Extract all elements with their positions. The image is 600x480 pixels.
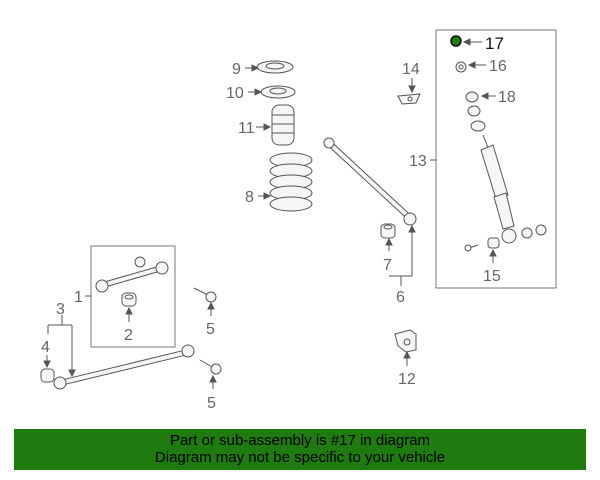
callout-16: 16: [489, 58, 507, 75]
callout-1: 1: [74, 289, 83, 306]
part-14-bracket[interactable]: [397, 93, 421, 105]
part-4-bushing[interactable]: [40, 368, 55, 383]
part-5-bolt-lower[interactable]: [199, 359, 222, 375]
callout-7: 7: [383, 257, 392, 274]
callout-2: 2: [124, 327, 133, 344]
part-17-highlighted-nut[interactable]: [450, 35, 462, 47]
leader-lines: [43, 38, 497, 389]
banner-line-1: Part or sub-assembly is #17 in diagram: [169, 432, 431, 449]
banner-line-2: Diagram may not be specific to your vehi…: [154, 449, 446, 466]
callout-4: 4: [41, 339, 50, 356]
callout-13: 13: [409, 153, 427, 170]
part-8-coil-spring[interactable]: [269, 152, 313, 212]
callout-8: 8: [245, 189, 254, 206]
parts-diagram: 9 10 11 8 14 13 17 16 18 15 7 6 12 1 2 3…: [40, 29, 557, 412]
part-10-insulator[interactable]: [260, 85, 296, 99]
part-7-bushing[interactable]: [380, 223, 396, 239]
callout-10: 10: [226, 85, 244, 102]
callout-11: 11: [238, 120, 255, 137]
part-9-upper-seat[interactable]: [256, 60, 294, 74]
part-1-upper-control-arm[interactable]: [95, 256, 169, 293]
callout-12: 12: [398, 371, 416, 388]
callout-18: 18: [498, 89, 516, 106]
callout-17: 17: [485, 34, 504, 53]
part-18-cushion[interactable]: [465, 91, 486, 132]
part-13-shock-absorber[interactable]: [480, 134, 547, 244]
callout-9: 9: [232, 61, 241, 78]
part-2-bushing[interactable]: [121, 292, 137, 307]
part-12-bracket[interactable]: [394, 329, 417, 353]
callout-3: 3: [56, 301, 65, 318]
part-3-lower-control-arm[interactable]: [53, 344, 195, 390]
callout-14: 14: [402, 61, 420, 78]
part-5-bolt-upper[interactable]: [193, 287, 217, 303]
part-16-washer[interactable]: [455, 61, 467, 73]
part-11-bump-stop[interactable]: [271, 104, 295, 146]
callout-5-upper: 5: [206, 321, 215, 338]
callout-5-lower: 5: [207, 395, 216, 412]
part-6-lateral-rod[interactable]: [323, 137, 417, 226]
callout-15: 15: [483, 268, 501, 285]
callout-6: 6: [396, 289, 405, 306]
callout-labels: 9 10 11 8 14 13 17 16 18 15 7 6 12 1 2 3…: [41, 34, 516, 412]
part-15-bolt[interactable]: [464, 237, 500, 252]
info-banner: Part or sub-assembly is #17 in diagram D…: [14, 429, 586, 470]
